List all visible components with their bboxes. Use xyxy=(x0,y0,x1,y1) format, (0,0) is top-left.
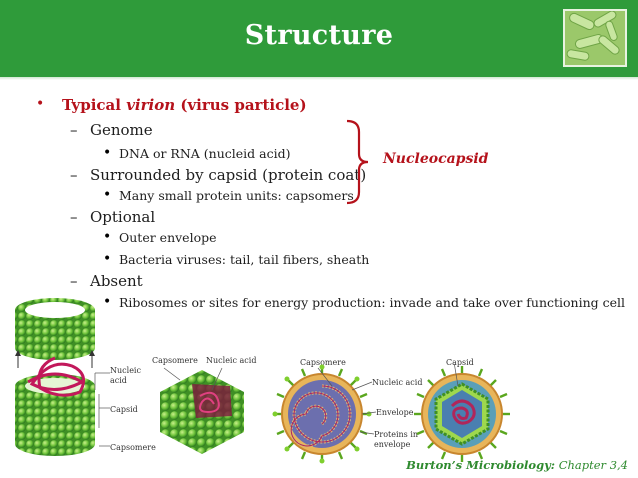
fig1-nucleic-label: Nucleic xyxy=(110,366,141,375)
right-brace xyxy=(346,119,369,205)
dash: – xyxy=(70,272,78,290)
slide-title: Structure xyxy=(244,20,394,51)
fig3-envelope-label: Envelope xyxy=(376,408,414,417)
title-bar xyxy=(0,0,638,77)
enveloped-icosahedral-virus-illustration xyxy=(414,364,510,462)
helical-capsid-illustration xyxy=(15,298,95,456)
bullet-optional-sub1: Outer envelope xyxy=(119,230,217,245)
fig3-capsomere-label: Capsomere xyxy=(300,358,346,367)
fig1-capsid-label: Capsid xyxy=(110,405,138,414)
fig1-acid-label: acid xyxy=(110,376,127,385)
fig1-leader-lines xyxy=(94,372,110,447)
bullet-capsid-sub: Many small protein units: capsomers xyxy=(119,188,354,203)
bullet-typical-virion: Typical virion (virus particle) xyxy=(62,96,307,114)
enveloped-helical-virus-illustration xyxy=(272,364,372,464)
bullet-dot: • xyxy=(103,229,112,245)
nucleocapsid-label: Nucleocapsid xyxy=(383,151,489,167)
bullet-absent-sub: Ribosomes or sites for energy production… xyxy=(119,295,626,310)
bullet-optional-sub2: Bacteria viruses: tail, tail fibers, she… xyxy=(119,252,370,267)
bullet-dot: • xyxy=(103,187,112,203)
fig3-proteins-label-2: envelope xyxy=(374,440,411,449)
dash: – xyxy=(70,121,78,139)
fig1-capsomere-label: Capsomere xyxy=(110,443,156,452)
bullet-absent: Absent xyxy=(90,272,143,290)
title-bar-shadow xyxy=(0,77,638,80)
bullet-optional: Optional xyxy=(90,208,156,226)
icosahedral-capsid-illustration xyxy=(160,367,244,454)
dash: – xyxy=(70,208,78,226)
fig3-leader-lines-left xyxy=(317,367,377,435)
fig3-proteins-label-1: Proteins in xyxy=(374,430,419,439)
bullet-dot: • xyxy=(103,251,112,267)
fig2-capsomere-label: Capsomere xyxy=(152,356,198,365)
bullet-dot: • xyxy=(36,96,45,112)
bullet-capsid: Surrounded by capsid (protein coat) xyxy=(90,166,367,184)
bullet-genome-sub: DNA or RNA (nucleid acid) xyxy=(119,146,291,161)
bacteria-thumbnail-image xyxy=(563,9,627,67)
fig3-capsid-label: Capsid xyxy=(446,358,474,367)
footer-citation: Burton’s Microbiology: Chapter 3,4 xyxy=(406,458,628,472)
bullet-genome: Genome xyxy=(90,121,153,139)
fig2-nucleic-label: Nucleic acid xyxy=(206,356,257,365)
bullet-dot: • xyxy=(103,294,112,310)
dash: – xyxy=(70,166,78,184)
fig3-nucleic-label: Nucleic acid xyxy=(372,378,423,387)
bullet-dot: • xyxy=(103,145,112,161)
